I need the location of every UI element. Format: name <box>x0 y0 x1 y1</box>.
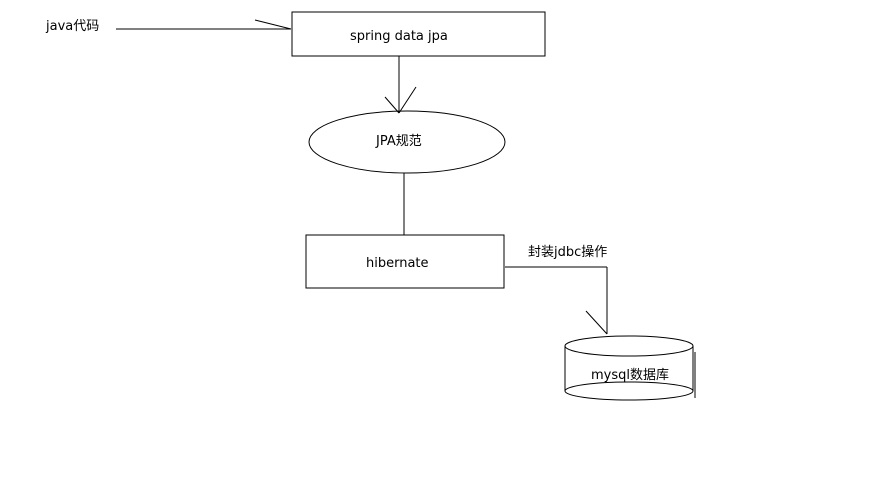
java-code-label: java代码 <box>46 19 100 34</box>
hibernate-to-mysql-connector <box>505 266 608 335</box>
java-to-spring-arrow <box>116 19 292 30</box>
mysql-database-cylinder <box>564 335 696 401</box>
mysql-database-label: mysql数据库 <box>591 368 669 383</box>
hibernate-label: hibernate <box>366 256 429 271</box>
jpa-spec-label: JPA规范 <box>376 134 422 149</box>
jdbc-wrapper-label: 封装jdbc操作 <box>528 245 608 260</box>
spring-data-jpa-box <box>291 11 546 57</box>
hibernate-box <box>305 234 505 289</box>
jpa-spec-ellipse <box>308 110 506 174</box>
spring-data-jpa-label: spring data jpa <box>350 29 448 44</box>
spring-to-jpa-arrow <box>384 56 417 114</box>
